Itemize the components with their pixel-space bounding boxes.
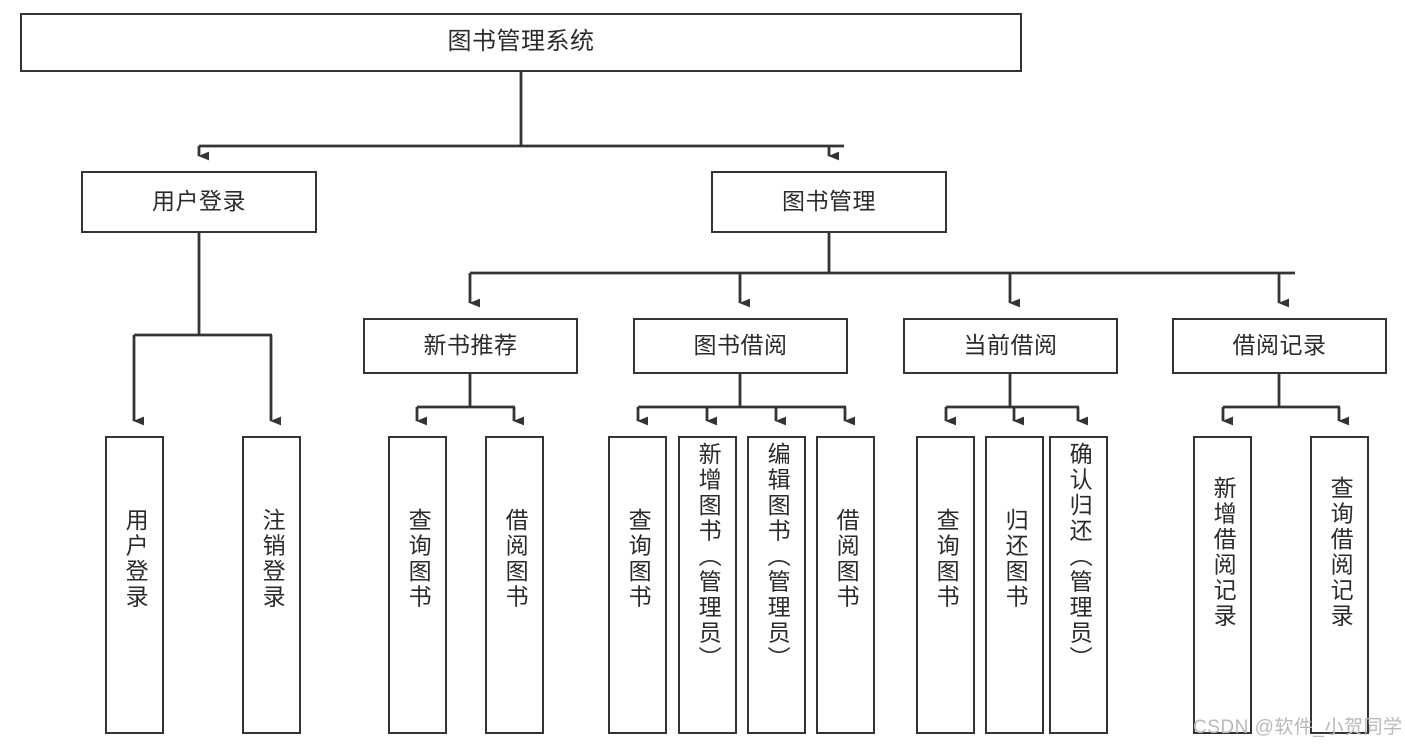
node-label: 查询借阅记录 <box>1327 476 1354 629</box>
leaf-logout[interactable]: 注销登录 <box>242 436 301 734</box>
node-user-login[interactable]: 用户登录 <box>81 171 317 233</box>
leaf-query-borrow-record[interactable]: 查询借阅记录 <box>1310 436 1369 734</box>
leaf-edit-book-admin[interactable]: 编辑图书（管理员） <box>747 436 806 734</box>
node-label: 确认归还（管理员） <box>1066 442 1093 672</box>
leaf-borrow-book-newbook[interactable]: 借阅图书 <box>485 436 544 734</box>
node-label: 新增图书（管理员） <box>695 442 722 672</box>
leaf-query-book-borrow[interactable]: 查询图书 <box>608 436 667 734</box>
node-label: 归还图书 <box>1002 508 1029 610</box>
node-label: 借阅图书 <box>833 508 860 610</box>
node-label: 借阅图书 <box>502 508 529 610</box>
leaf-query-book-current[interactable]: 查询图书 <box>916 436 975 734</box>
leaf-query-book-newbook[interactable]: 查询图书 <box>388 436 447 734</box>
node-label: 查询图书 <box>625 508 652 610</box>
leaf-return-book[interactable]: 归还图书 <box>985 436 1044 734</box>
node-book-management[interactable]: 图书管理 <box>711 171 947 233</box>
leaf-user-login[interactable]: 用户登录 <box>105 436 164 734</box>
node-label: 编辑图书（管理员） <box>764 442 791 672</box>
leaf-borrow-book[interactable]: 借阅图书 <box>816 436 875 734</box>
node-new-book-recommendation[interactable]: 新书推荐 <box>363 318 578 374</box>
node-book-borrowing[interactable]: 图书借阅 <box>633 318 848 374</box>
node-label: 查询图书 <box>933 508 960 610</box>
leaf-confirm-return-admin[interactable]: 确认归还（管理员） <box>1049 436 1108 734</box>
leaf-add-book-admin[interactable]: 新增图书（管理员） <box>678 436 737 734</box>
node-current-borrowing[interactable]: 当前借阅 <box>903 318 1118 374</box>
node-root-book-management-system[interactable]: 图书管理系统 <box>20 13 1022 72</box>
node-label: 当前借阅 <box>963 332 1058 359</box>
node-label: 图书管理 <box>782 188 876 215</box>
node-label: 用户登录 <box>122 508 149 610</box>
leaf-add-borrow-record[interactable]: 新增借阅记录 <box>1193 436 1252 734</box>
node-label: 新书推荐 <box>423 332 518 359</box>
node-label: 用户登录 <box>152 188 246 215</box>
node-label: 图书管理系统 <box>447 28 595 56</box>
node-label: 借阅记录 <box>1232 332 1327 359</box>
node-label: 图书借阅 <box>693 332 788 359</box>
node-label: 新增借阅记录 <box>1210 476 1237 629</box>
csdn-watermark: CSDN @软件_小贺同学 <box>1193 717 1403 738</box>
node-label: 注销登录 <box>259 508 286 610</box>
node-borrowing-records[interactable]: 借阅记录 <box>1172 318 1387 374</box>
node-label: 查询图书 <box>405 508 432 610</box>
